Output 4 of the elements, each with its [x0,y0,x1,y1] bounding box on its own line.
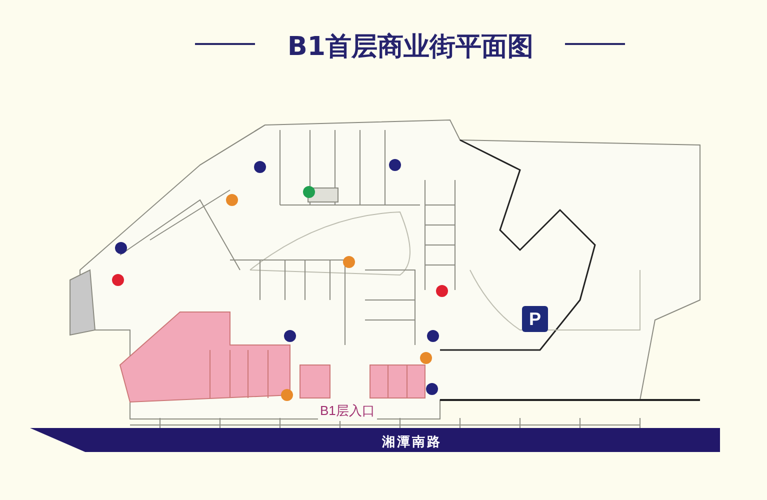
parking-sign: P [522,306,548,332]
entrance-label: B1层入口 [318,401,377,420]
road-name: 湘潭南路 [382,433,442,451]
title: B1首层商业街平面图 [286,31,534,64]
